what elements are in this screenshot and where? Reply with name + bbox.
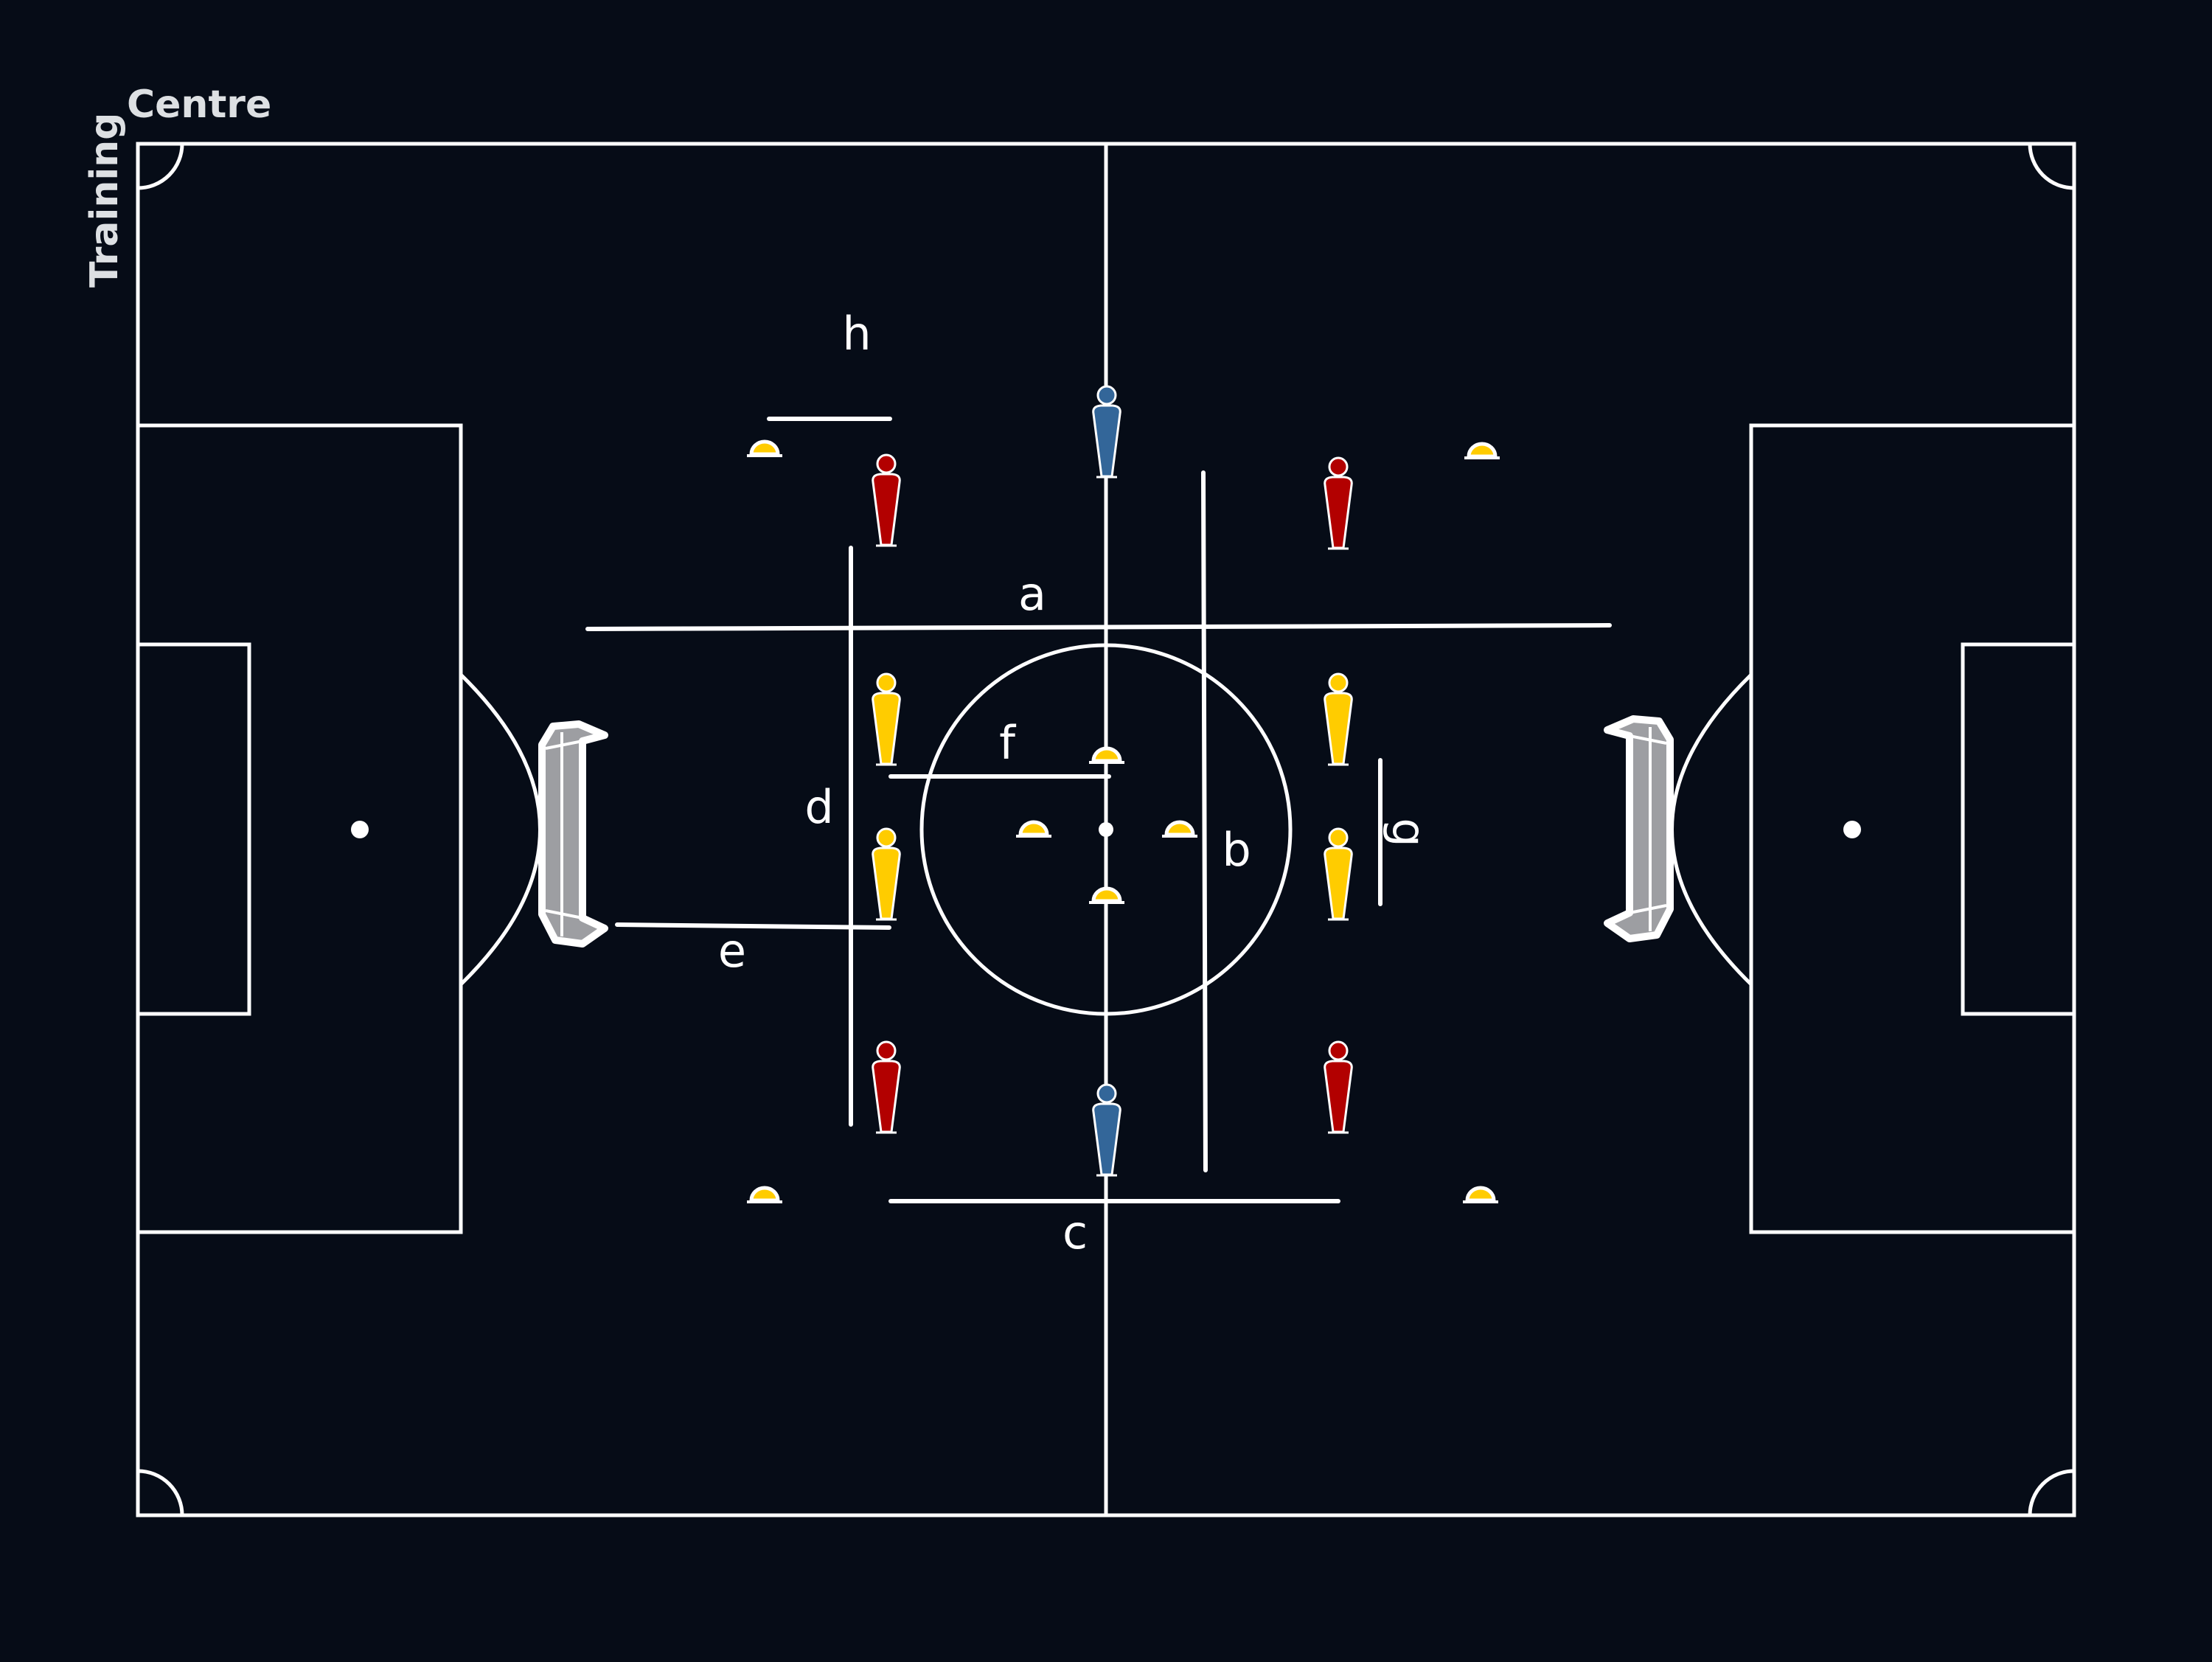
player-head: [1328, 1040, 1349, 1061]
measure-line-a: [585, 623, 1612, 631]
measure-label-f: f: [999, 716, 1015, 770]
measure-line-b: [1201, 470, 1208, 1172]
player-yellow-icon: [1324, 827, 1353, 921]
measurement-lines: [585, 417, 1612, 1203]
corner-arc-bottom-right: [2028, 1469, 2075, 1516]
player-yellow-icon: [872, 672, 901, 766]
cone-icon: [1464, 442, 1500, 459]
player-head: [876, 1040, 897, 1061]
player-body: [872, 692, 901, 765]
measure-label-d: d: [804, 780, 834, 834]
measure-label-e: e: [717, 924, 747, 978]
player-head: [1328, 456, 1349, 477]
player-head: [876, 672, 897, 693]
goal-net-line: [545, 740, 583, 750]
goal-area-left: [136, 642, 251, 1016]
player-yellow-icon: [1324, 672, 1353, 766]
corner-arc-top-right: [2028, 143, 2075, 190]
player-head: [876, 453, 897, 474]
measure-label-h: h: [842, 307, 872, 361]
player-head: [1328, 827, 1349, 848]
player-body: [872, 473, 901, 546]
brand-word-centre: Centre: [127, 83, 272, 127]
center-spot: [1099, 822, 1113, 837]
cone-icon: [1463, 1186, 1498, 1203]
cone-icon: [747, 439, 782, 457]
player-red-icon: [1324, 1040, 1353, 1134]
goal-area-right: [1961, 642, 2076, 1016]
players: [872, 385, 1353, 1177]
goal-right-icon: [1604, 715, 1674, 942]
goal-net-line: [1629, 904, 1667, 914]
player-body: [1324, 846, 1353, 920]
cone-icon: [1089, 746, 1124, 764]
cone-icon: [1162, 820, 1197, 838]
player-body: [872, 846, 901, 920]
player-red-icon: [872, 1040, 901, 1134]
cone-icon: [747, 1186, 782, 1203]
player-head: [1096, 1083, 1117, 1104]
player-head: [1096, 385, 1117, 406]
goal-net-line: [1629, 734, 1667, 745]
penalty-spot-right: [1843, 821, 1861, 838]
player-red-icon: [1324, 456, 1353, 550]
measure-line-e: [615, 922, 891, 930]
player-body: [1324, 692, 1353, 765]
penalty-spot-left: [351, 821, 369, 838]
center-circle: [919, 643, 1293, 1016]
corner-arc-bottom-left: [137, 1469, 184, 1516]
player-body: [872, 1060, 901, 1133]
player-body: [1324, 1060, 1353, 1133]
player-body: [1092, 404, 1121, 478]
player-body: [1092, 1102, 1121, 1176]
player-yellow-icon: [872, 827, 901, 921]
measure-label-g: g: [1382, 818, 1436, 847]
goals: [538, 715, 1674, 948]
measure-label-c: c: [1062, 1206, 1088, 1259]
goal-left-icon: [538, 720, 608, 948]
brand-word-training: Training: [83, 112, 127, 288]
cones: [747, 439, 1500, 1203]
player-body: [1324, 476, 1353, 549]
goal-net-line: [545, 909, 583, 919]
player-head: [1328, 672, 1349, 693]
player-blue-icon: [1092, 1083, 1121, 1177]
player-blue-icon: [1092, 385, 1121, 479]
player-red-icon: [872, 453, 901, 547]
corner-arc-top-left: [137, 143, 184, 190]
cone-icon: [1089, 886, 1124, 904]
cone-icon: [1016, 820, 1051, 838]
player-head: [876, 827, 897, 848]
measure-label-a: a: [1018, 567, 1046, 621]
measure-label-b: b: [1222, 823, 1251, 877]
